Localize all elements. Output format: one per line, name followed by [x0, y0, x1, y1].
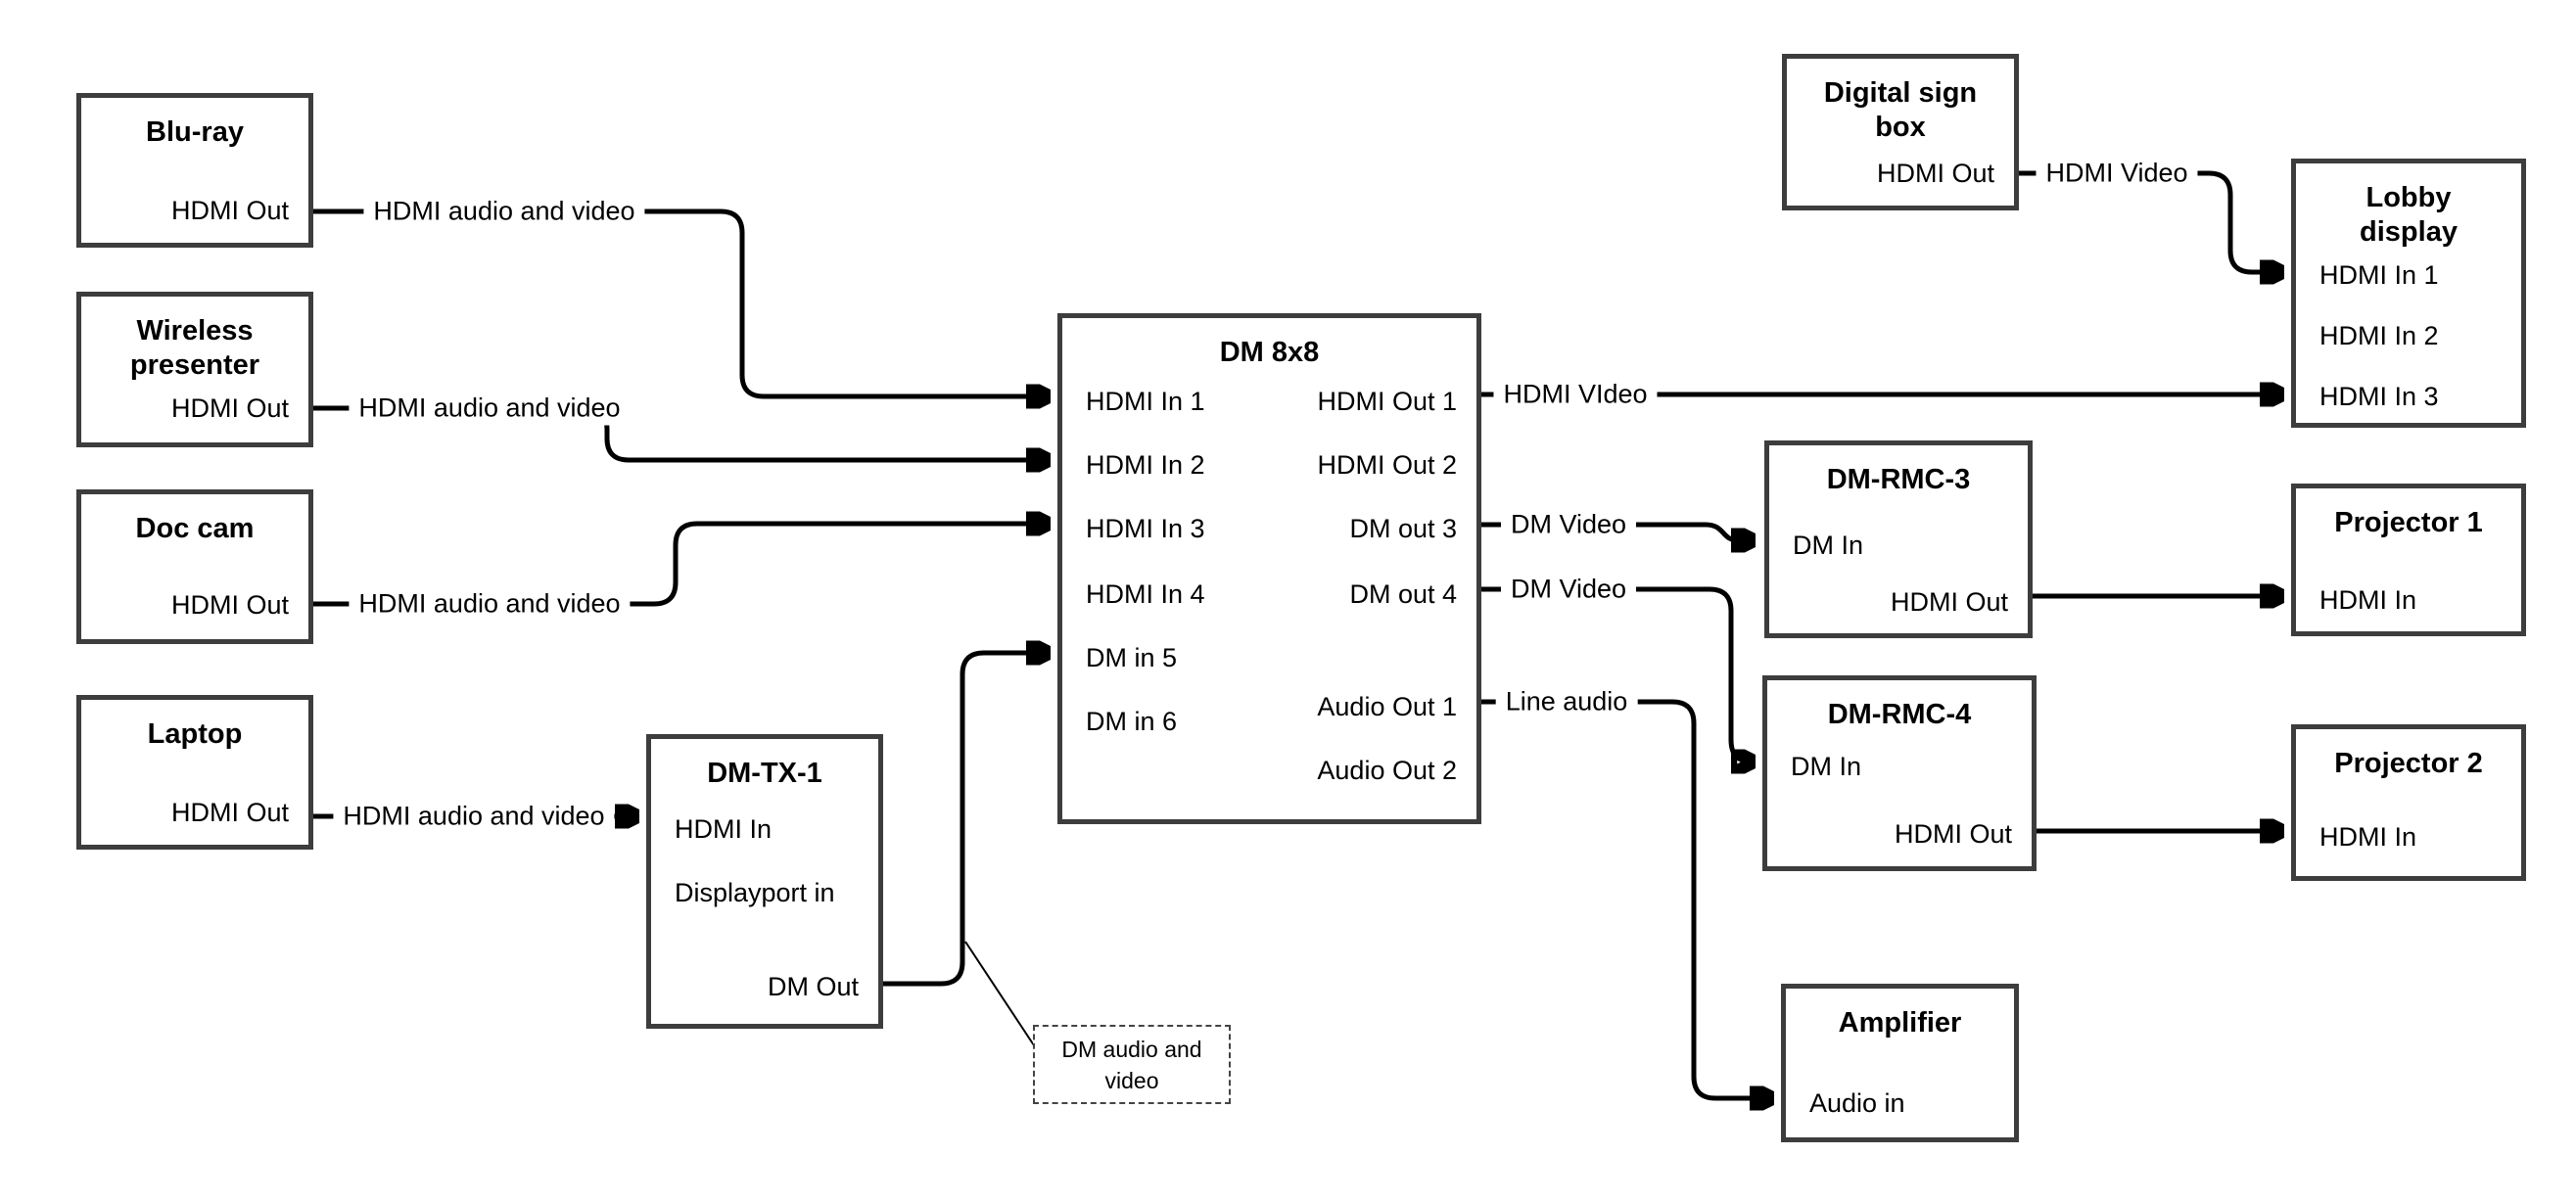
port-hdmi-in-2: HDMI In 2: [1086, 450, 1205, 480]
edge-label-laptop-to-dmtx1: HDMI audio and video: [333, 799, 615, 834]
node-title: Digital sign box: [1787, 76, 2014, 145]
edge-bluray-to-dm8x8-in1[interactable]: [313, 208, 1046, 396]
edge-signbox-to-lobby-in1[interactable]: [2019, 170, 2279, 272]
port-hdmi-in-4: HDMI In 4: [1086, 579, 1205, 609]
note-line: DM audio and: [1061, 1037, 1202, 1062]
node-digital-sign-box[interactable]: Digital sign box HDMI Out: [1782, 54, 2019, 210]
port-hdmi-out: HDMI Out: [170, 196, 289, 225]
node-dm-tx-1[interactable]: DM-TX-1 HDMI In Displayport in DM Out: [646, 734, 883, 1029]
title-line: Wireless: [136, 315, 254, 346]
port-audio-out-1: Audio Out 1: [1317, 692, 1457, 721]
node-dm-rmc-3[interactable]: DM-RMC-3 DM In HDMI Out: [1764, 440, 2033, 638]
port-dm-in-6: DM in 6: [1086, 707, 1178, 736]
note-line: video: [1104, 1068, 1159, 1093]
port-hdmi-in: HDMI In: [2319, 822, 2417, 852]
node-title: DM 8x8: [1219, 337, 1320, 368]
port-hdmi-out: HDMI Out: [1890, 587, 2008, 617]
node-title: Projector 1: [2334, 507, 2483, 538]
port-hdmi-out: HDMI Out: [170, 798, 289, 827]
node-laptop[interactable]: Laptop HDMI Out: [76, 695, 313, 850]
port-displayport-in: Displayport in: [675, 878, 835, 907]
edge-label-bluray-to-dm8x8: HDMI audio and video: [363, 194, 645, 229]
node-dm-8x8[interactable]: DM 8x8 HDMI In 1 HDMI In 2 HDMI In 3 HDM…: [1057, 313, 1481, 824]
port-hdmi-out-2: HDMI Out 2: [1317, 450, 1457, 480]
port-dm-in-5: DM in 5: [1086, 643, 1178, 672]
port-hdmi-out: HDMI Out: [170, 590, 289, 620]
node-wireless-presenter[interactable]: Wireless presenter HDMI Out: [76, 292, 313, 447]
edge-dm8x8-out4-to-rmc4[interactable]: [1481, 586, 1751, 762]
port-hdmi-in: HDMI In: [2319, 585, 2417, 615]
node-title: Laptop: [147, 718, 243, 750]
node-title: Amplifier: [1838, 1007, 1962, 1039]
edge-label-dm8x8-to-lobby: HDMI VIdeo: [1493, 377, 1658, 412]
title-line: box: [1875, 112, 1926, 143]
port-hdmi-in-1: HDMI In 1: [1086, 387, 1205, 416]
port-dm-in: DM In: [1793, 531, 1864, 560]
port-hdmi-out: HDMI Out: [170, 393, 289, 423]
edge-doccam-to-dm8x8-in3[interactable]: [313, 524, 1046, 607]
port-hdmi-in-2: HDMI In 2: [2319, 321, 2439, 350]
port-hdmi-in-3: HDMI In 3: [2319, 382, 2439, 411]
node-title: DM-TX-1: [707, 758, 822, 789]
port-dm-out-4: DM out 4: [1349, 579, 1457, 609]
title-line: Lobby: [2365, 182, 2452, 213]
port-dm-in: DM In: [1791, 752, 1862, 781]
node-projector-2[interactable]: Projector 2 HDMI In: [2291, 724, 2526, 881]
node-title: DM-RMC-3: [1826, 464, 1971, 495]
note-dm-audio-video[interactable]: DM audio and video: [1033, 1025, 1231, 1104]
edge-label-doccam-to-dm8x8: HDMI audio and video: [349, 586, 631, 622]
edge-dmtx1-to-dm8x8-in5[interactable]: [883, 653, 1046, 987]
node-title: Wireless presenter: [81, 314, 308, 383]
node-doc-cam[interactable]: Doc cam HDMI Out: [76, 489, 313, 644]
port-hdmi-out: HDMI Out: [1876, 159, 1994, 188]
port-hdmi-in-3: HDMI In 3: [1086, 514, 1205, 543]
port-dm-out: DM Out: [767, 972, 859, 1001]
port-audio-in: Audio in: [1809, 1088, 1905, 1118]
node-title: Projector 2: [2334, 748, 2483, 779]
edge-dm8x8-audio1-to-amplifier[interactable]: [1481, 699, 1769, 1098]
edge-label-wireless-to-dm8x8: HDMI audio and video: [349, 391, 631, 426]
node-title: DM-RMC-4: [1827, 699, 1972, 730]
port-hdmi-in-1: HDMI In 1: [2319, 260, 2439, 290]
node-amplifier[interactable]: Amplifier Audio in: [1781, 984, 2019, 1142]
node-title: Blu-ray: [146, 116, 244, 148]
node-projector-1[interactable]: Projector 1 HDMI In: [2291, 484, 2526, 636]
port-hdmi-out-1: HDMI Out 1: [1317, 387, 1457, 416]
title-line: display: [2360, 216, 2458, 248]
port-audio-out-2: Audio Out 2: [1317, 756, 1457, 785]
port-hdmi-out: HDMI Out: [1894, 819, 2012, 849]
edge-label-signbox-to-lobby: HDMI Video: [2036, 156, 2198, 191]
edge-label-dm8x8-to-rmc4: DM Video: [1500, 572, 1637, 607]
node-dm-rmc-4[interactable]: DM-RMC-4 DM In HDMI Out: [1762, 675, 2037, 871]
node-lobby-display[interactable]: Lobby display HDMI In 1 HDMI In 2 HDMI I…: [2291, 159, 2526, 428]
port-hdmi-in: HDMI In: [675, 814, 773, 844]
note-connector-line: [964, 941, 1035, 1046]
edge-dm8x8-out3-to-rmc3[interactable]: [1481, 522, 1751, 540]
edge-label-dm8x8-to-amplifier: Line audio: [1495, 684, 1638, 719]
edge-label-dm8x8-to-rmc3: DM Video: [1500, 507, 1637, 542]
node-bluray[interactable]: Blu-ray HDMI Out: [76, 93, 313, 248]
title-line: Digital sign: [1823, 77, 1978, 109]
port-dm-out-3: DM out 3: [1349, 514, 1457, 543]
node-title: Lobby display: [2296, 181, 2521, 250]
title-line: presenter: [129, 349, 260, 381]
node-title: Doc cam: [135, 513, 255, 544]
